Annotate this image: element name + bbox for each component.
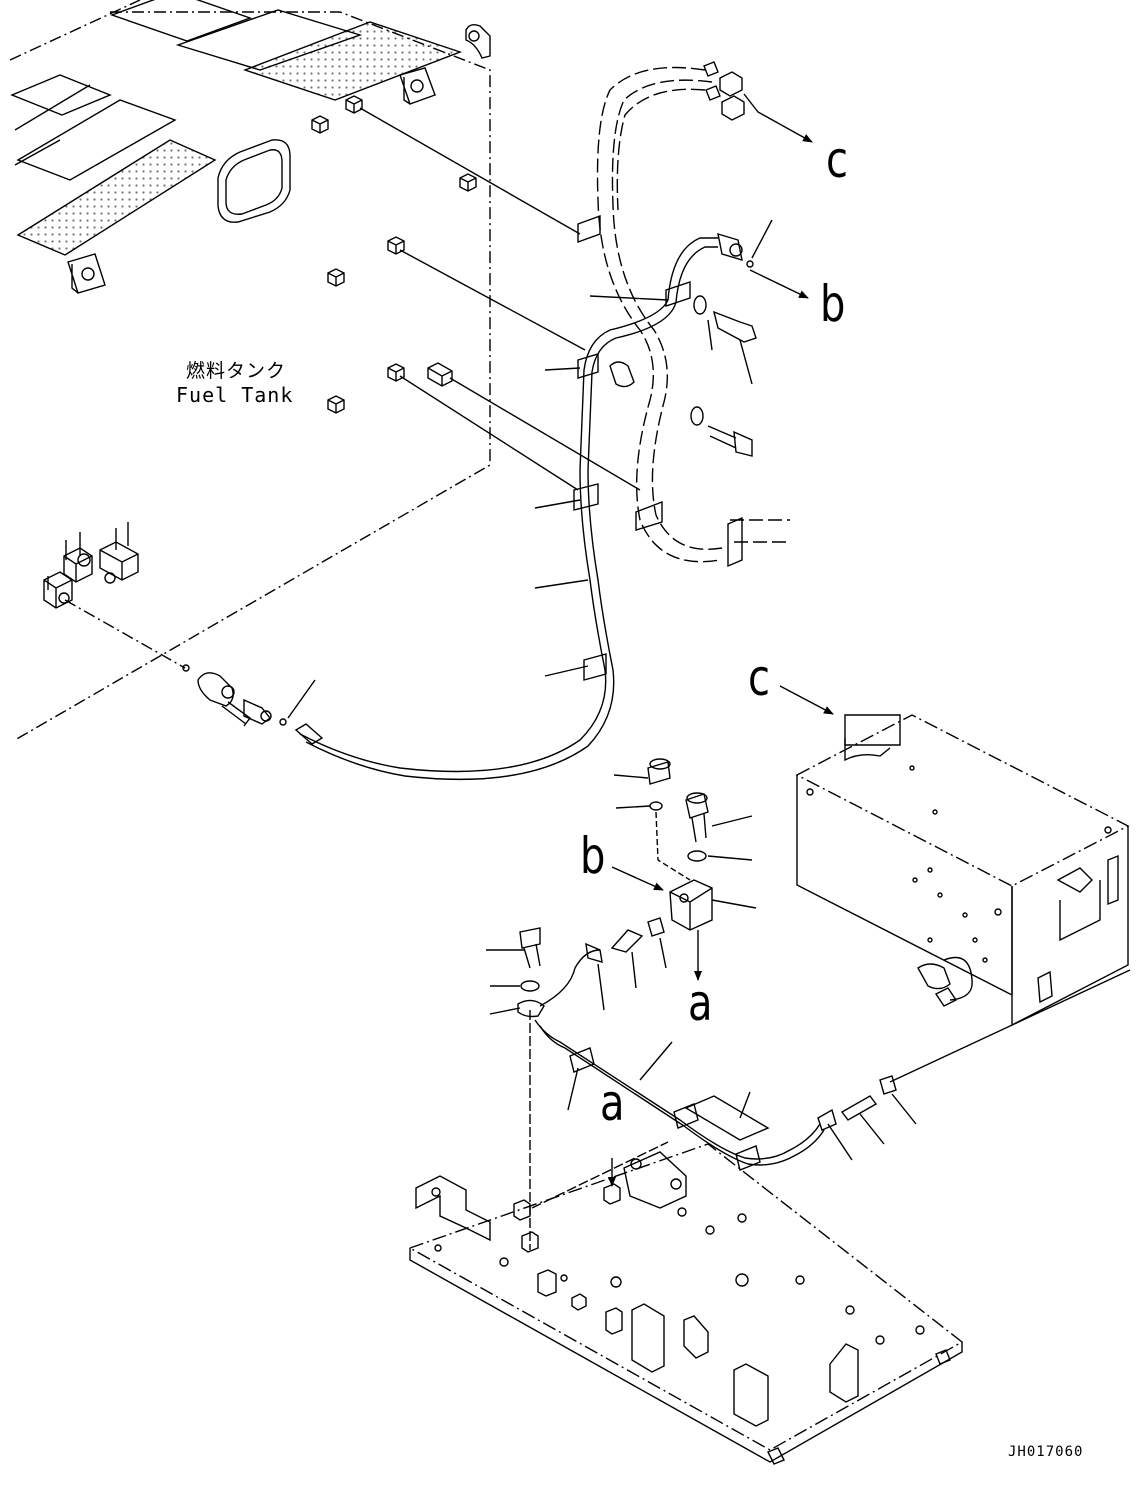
callout-a-base: a: [600, 1075, 625, 1133]
callout-b-hose: b: [820, 276, 846, 334]
tank-label-japanese: 燃料タンク: [186, 360, 287, 382]
adapter-fittings: [197, 672, 316, 727]
drain-valve: [43, 522, 139, 609]
solenoid-valve: [611, 758, 757, 981]
tank-nuts: [311, 95, 477, 414]
hose-clamps: [573, 215, 691, 681]
inspection-cover: [217, 139, 291, 223]
fuel-tank: [9, 0, 641, 741]
clamp-bolts-upper: [690, 295, 757, 457]
return-hose-fittings: [635, 61, 813, 568]
deck-plates: [10, 0, 463, 256]
callout-a-valve: a: [688, 975, 713, 1033]
callout-c-hose: c: [826, 132, 848, 190]
callout-c-box: c: [748, 650, 770, 708]
base-plate: [408, 1141, 964, 1465]
wire-harness: [486, 917, 1131, 1250]
fuel-hose: [294, 219, 809, 781]
figure-id: JH017060: [1008, 1444, 1084, 1460]
return-hose: [596, 66, 790, 563]
callout-b-valve: b: [580, 828, 606, 886]
tank-label-english: Fuel Tank: [176, 383, 294, 407]
controller-box: [795, 714, 1130, 1027]
tank-boss-fittings: [67, 23, 491, 294]
